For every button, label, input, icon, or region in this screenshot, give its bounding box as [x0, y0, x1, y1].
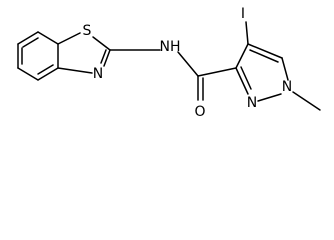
thiazole-nitrogen-label: N [93, 66, 103, 82]
pyrazole-n1-label: N [282, 79, 292, 95]
benzene-ring [17, 31, 59, 81]
thiazole-ring [57, 32, 111, 74]
pyrazole-ring [235, 43, 289, 102]
pyrazole-n2-label: N [247, 95, 257, 111]
carbonyl-oxygen-label: O [194, 104, 205, 120]
molecule-structure: S N NH I O N N [17, 6, 321, 120]
iodo-bond [245, 21, 249, 45]
amide-nh-label: NH [160, 39, 181, 55]
n-methyl-bond [292, 91, 321, 111]
amide-linkage [109, 49, 237, 101]
sulfur-atom-label: S [83, 23, 92, 39]
iodine-atom-label: I [241, 6, 245, 22]
